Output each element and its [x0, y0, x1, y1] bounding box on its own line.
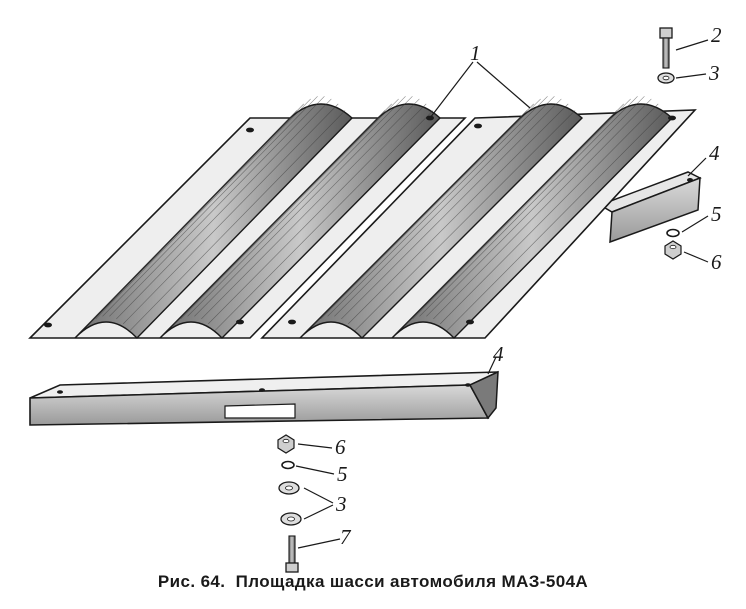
bolt-bottom: [285, 535, 299, 573]
corrugated-floor-panels: [28, 96, 697, 340]
spring-washer-right: [666, 228, 680, 238]
callout-beam-right: 4: [709, 141, 720, 165]
front-wooden-beam: [29, 370, 499, 426]
mounting-hole: [668, 115, 676, 121]
callout-nut-right: 6: [711, 250, 722, 274]
figure-caption: Рис. 64. Площадка шасси автомобиля МАЗ-5…: [0, 572, 746, 592]
mounting-hole: [44, 322, 52, 328]
panel-corrugation: [299, 96, 584, 339]
panel-corrugation: [159, 96, 442, 339]
callout-beam-front: 4: [493, 342, 504, 366]
nut-right: [664, 240, 682, 260]
callout-nut-bottom: 6: [335, 435, 346, 459]
callout-spring-washer-right: 5: [711, 202, 722, 226]
mounting-hole: [466, 319, 474, 325]
callout-bolt-top: 2: [711, 23, 722, 47]
mounting-hole: [236, 319, 244, 325]
mounting-hole: [288, 319, 296, 325]
nut-bottom: [277, 434, 295, 454]
rear-wooden-beam: [598, 171, 702, 244]
callout-spring-washer-bottom: 5: [337, 462, 348, 486]
washer-top: [657, 72, 675, 84]
caption-number: Рис. 64.: [157, 572, 226, 591]
callout-bolt-bottom: 7: [340, 525, 352, 549]
mounting-hole: [246, 127, 254, 133]
caption-title: Площадка шасси автомобиля МАЗ-504А: [235, 572, 589, 591]
caption-gap: [225, 572, 235, 591]
panel-corrugation: [391, 96, 674, 339]
callout-washer-top: 3: [708, 61, 720, 85]
callout-panels: 1: [470, 41, 481, 65]
spring-washer-bottom: [281, 460, 295, 470]
callout-washers-bottom: 3: [335, 492, 347, 516]
panel-corrugation: [74, 96, 354, 340]
leader-lines: [295, 39, 709, 549]
washer-bottom-1: [278, 481, 300, 495]
mounting-hole: [474, 123, 482, 129]
bolt-top: [659, 27, 673, 69]
washer-bottom-2: [280, 512, 302, 526]
